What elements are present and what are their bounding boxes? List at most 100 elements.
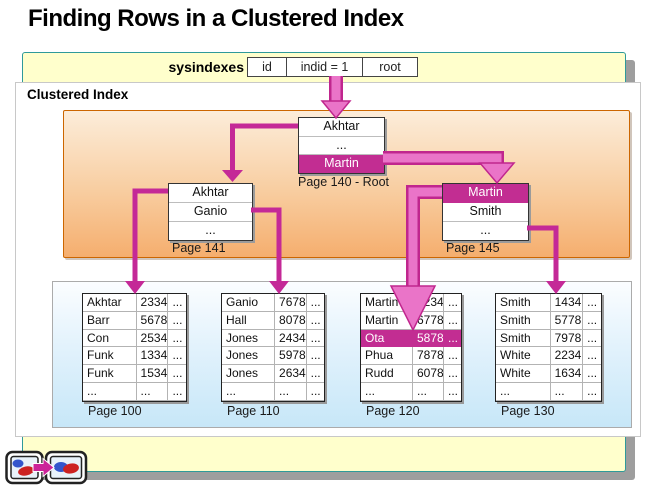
table-cell: ... [136, 382, 169, 401]
leaf-page-label-120: Page 120 [366, 404, 420, 418]
table-cell: Hall [222, 311, 276, 330]
table-cell: ... [275, 382, 307, 401]
intermediate-page-label-141: Page 141 [172, 241, 226, 255]
animation-frame-button-prev[interactable] [5, 450, 44, 485]
sysindexes-cell-root: root [362, 57, 418, 77]
table-cell: 5678 [136, 311, 169, 330]
table-cell: 7878 [413, 347, 444, 366]
index-entry: Akhtar [299, 118, 384, 137]
table-cell: 8078 [275, 311, 307, 330]
table-cell: Funk [83, 347, 137, 366]
table-cell: Martin [361, 294, 413, 312]
table-cell: 1534 [136, 365, 169, 383]
animation-frame-button-next[interactable] [44, 450, 88, 485]
index-entry: ... [480, 222, 491, 237]
table-cell: ... [583, 347, 601, 366]
table-cell: ... [168, 383, 186, 401]
blue-shape-icon [12, 459, 24, 468]
sysindexes-label: sysindexes [168, 59, 245, 75]
table-cell: 1334 [136, 347, 169, 366]
leaf-page-label-100: Page 100 [88, 404, 142, 418]
index-entry: Ganio [169, 203, 252, 222]
table-cell: ... [444, 294, 461, 312]
table-cell: ... [222, 382, 276, 401]
table-cell: ... [83, 382, 137, 401]
table-cell: Funk [83, 365, 137, 383]
table-cell: ... [444, 312, 461, 330]
table-cell-highlighted: Ota [361, 329, 413, 348]
table-cell: Phua [361, 347, 413, 366]
table-cell: 5978 [275, 347, 307, 366]
table-cell: ... [306, 365, 324, 383]
footer-animation-controls [5, 450, 88, 485]
index-entry: Akhtar [169, 184, 252, 203]
table-cell: 2334 [136, 294, 169, 312]
table-cell: Jones [222, 329, 276, 348]
table-cell-highlighted: ... [444, 329, 461, 348]
root-page-label: Page 140 - Root [298, 175, 390, 189]
table-cell: Con [83, 329, 137, 348]
sysindexes-cell-indid: indid = 1 [286, 57, 363, 77]
table-cell: 6778 [413, 311, 444, 330]
table-cell: 6078 [413, 365, 444, 383]
table-cell: 7678 [275, 294, 307, 312]
intermediate-page-label-145: Page 145 [446, 241, 500, 255]
table-cell: ... [168, 330, 186, 348]
index-entry: ... [205, 222, 216, 237]
table-cell: Smith [496, 329, 551, 348]
table-cell: ... [550, 382, 584, 401]
table-cell: Jones [222, 347, 276, 366]
table-cell: 1434 [550, 294, 584, 312]
table-cell: Smith [496, 294, 551, 312]
table-cell: ... [496, 382, 551, 401]
root-page-box: Akhtar ... Martin [298, 117, 385, 174]
index-entry-highlighted: Martin [299, 155, 384, 173]
table-cell: Akhtar [83, 294, 137, 312]
table-cell: ... [168, 347, 186, 366]
red-shape-icon [18, 466, 34, 476]
table-cell: Martin [361, 311, 413, 330]
intermediate-page-box-141: Akhtar Ganio ... [168, 183, 253, 241]
table-cell: ... [413, 382, 444, 401]
table-cell: Rudd [361, 365, 413, 383]
table-cell: ... [168, 294, 186, 312]
table-cell: ... [583, 294, 601, 312]
table-cell: 2434 [275, 329, 307, 348]
table-cell: ... [583, 312, 601, 330]
table-cell: ... [306, 312, 324, 330]
table-cell-highlighted: 5878 [413, 329, 444, 348]
table-cell: Jones [222, 365, 276, 383]
leaf-page-label-130: Page 130 [501, 404, 555, 418]
table-cell: 1234 [413, 294, 444, 312]
arrow-right-icon [32, 457, 55, 478]
table-cell: 7978 [550, 329, 584, 348]
intermediate-page-box-145: Martin Smith ... [442, 183, 529, 241]
table-cell: 5778 [550, 311, 584, 330]
table-cell: ... [444, 383, 461, 401]
table-cell: ... [306, 347, 324, 366]
table-cell: Ganio [222, 294, 276, 312]
index-entry: ... [299, 137, 384, 155]
table-cell: ... [444, 365, 461, 383]
table-cell: Smith [496, 311, 551, 330]
table-cell: ... [444, 347, 461, 366]
table-cell: Barr [83, 311, 137, 330]
table-cell: ... [583, 365, 601, 383]
sysindexes-cell-id: id [247, 57, 287, 77]
table-cell: ... [168, 312, 186, 330]
table-cell: 2634 [275, 365, 307, 383]
table-cell: White [496, 347, 551, 366]
table-cell: ... [583, 330, 601, 348]
index-entry-highlighted: Martin [443, 184, 528, 203]
table-cell: ... [583, 383, 601, 401]
table-cell: 2534 [136, 329, 169, 348]
table-cell: ... [168, 365, 186, 383]
table-cell: ... [306, 294, 324, 312]
table-cell: ... [306, 383, 324, 401]
table-cell: 2234 [550, 347, 584, 366]
